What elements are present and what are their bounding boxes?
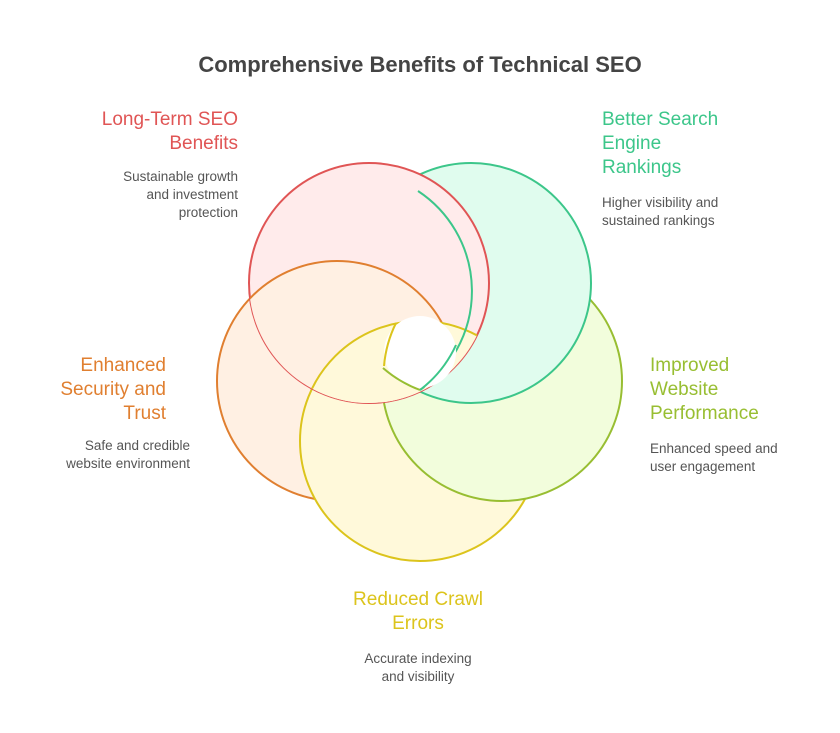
desc-line: website environment — [66, 456, 190, 471]
desc-line: Enhanced speed and — [650, 441, 778, 456]
label-line: Rankings — [602, 157, 682, 178]
item-label: Enhanced Security and Trust — [60, 354, 166, 426]
item-security: Enhanced Security and Trust — [60, 354, 166, 426]
item-description: Safe and credible website environment — [66, 437, 190, 473]
center-hole — [384, 316, 456, 388]
label-line: Long-Term SEO — [101, 109, 238, 130]
label-line: Enhanced — [80, 355, 166, 376]
item-label: Better Search Engine Rankings — [602, 108, 718, 180]
item-label: Long-Term SEO Benefits — [102, 108, 238, 156]
label-line: Errors — [392, 613, 444, 634]
item-rankings: Better Search Engine Rankings Higher vis… — [602, 108, 718, 230]
item-label: Improved Website Performance — [650, 354, 778, 426]
desc-line: Higher visibility and — [602, 195, 719, 210]
item-description: Accurate indexing and visibility — [318, 650, 518, 686]
item-label: Reduced Crawl Errors — [318, 588, 518, 636]
label-line: Website — [650, 379, 719, 400]
desc-line: protection — [178, 205, 238, 220]
item-description: Higher visibility and sustained rankings — [602, 194, 718, 230]
desc-line: Safe and credible — [84, 438, 190, 453]
label-line: Performance — [650, 403, 759, 424]
label-line: Engine — [602, 133, 662, 154]
label-line: Benefits — [169, 133, 238, 154]
item-description: Sustainable growth and investment protec… — [102, 168, 238, 222]
desc-line: user engagement — [650, 459, 756, 474]
label-line: Better Search — [602, 109, 719, 130]
desc-line: and investment — [146, 187, 238, 202]
item-description: Enhanced speed and user engagement — [650, 440, 778, 476]
item-performance: Improved Website Performance Enhanced sp… — [650, 354, 778, 476]
item-crawl: Reduced Crawl Errors Accurate indexing a… — [318, 588, 518, 686]
desc-line: sustained rankings — [602, 213, 715, 228]
desc-line: Sustainable growth — [123, 169, 238, 184]
label-line: Trust — [123, 403, 166, 424]
diagram-title: Comprehensive Benefits of Technical SEO — [198, 52, 642, 77]
label-line: Improved — [650, 355, 730, 376]
label-line: Security and — [60, 379, 166, 400]
desc-line: Accurate indexing — [364, 651, 472, 666]
item-long-term: Long-Term SEO Benefits Sustainable growt… — [102, 108, 238, 222]
desc-line: and visibility — [381, 669, 455, 684]
label-line: Reduced Crawl — [353, 589, 483, 610]
item-security-description: Safe and credible website environment — [66, 437, 190, 473]
